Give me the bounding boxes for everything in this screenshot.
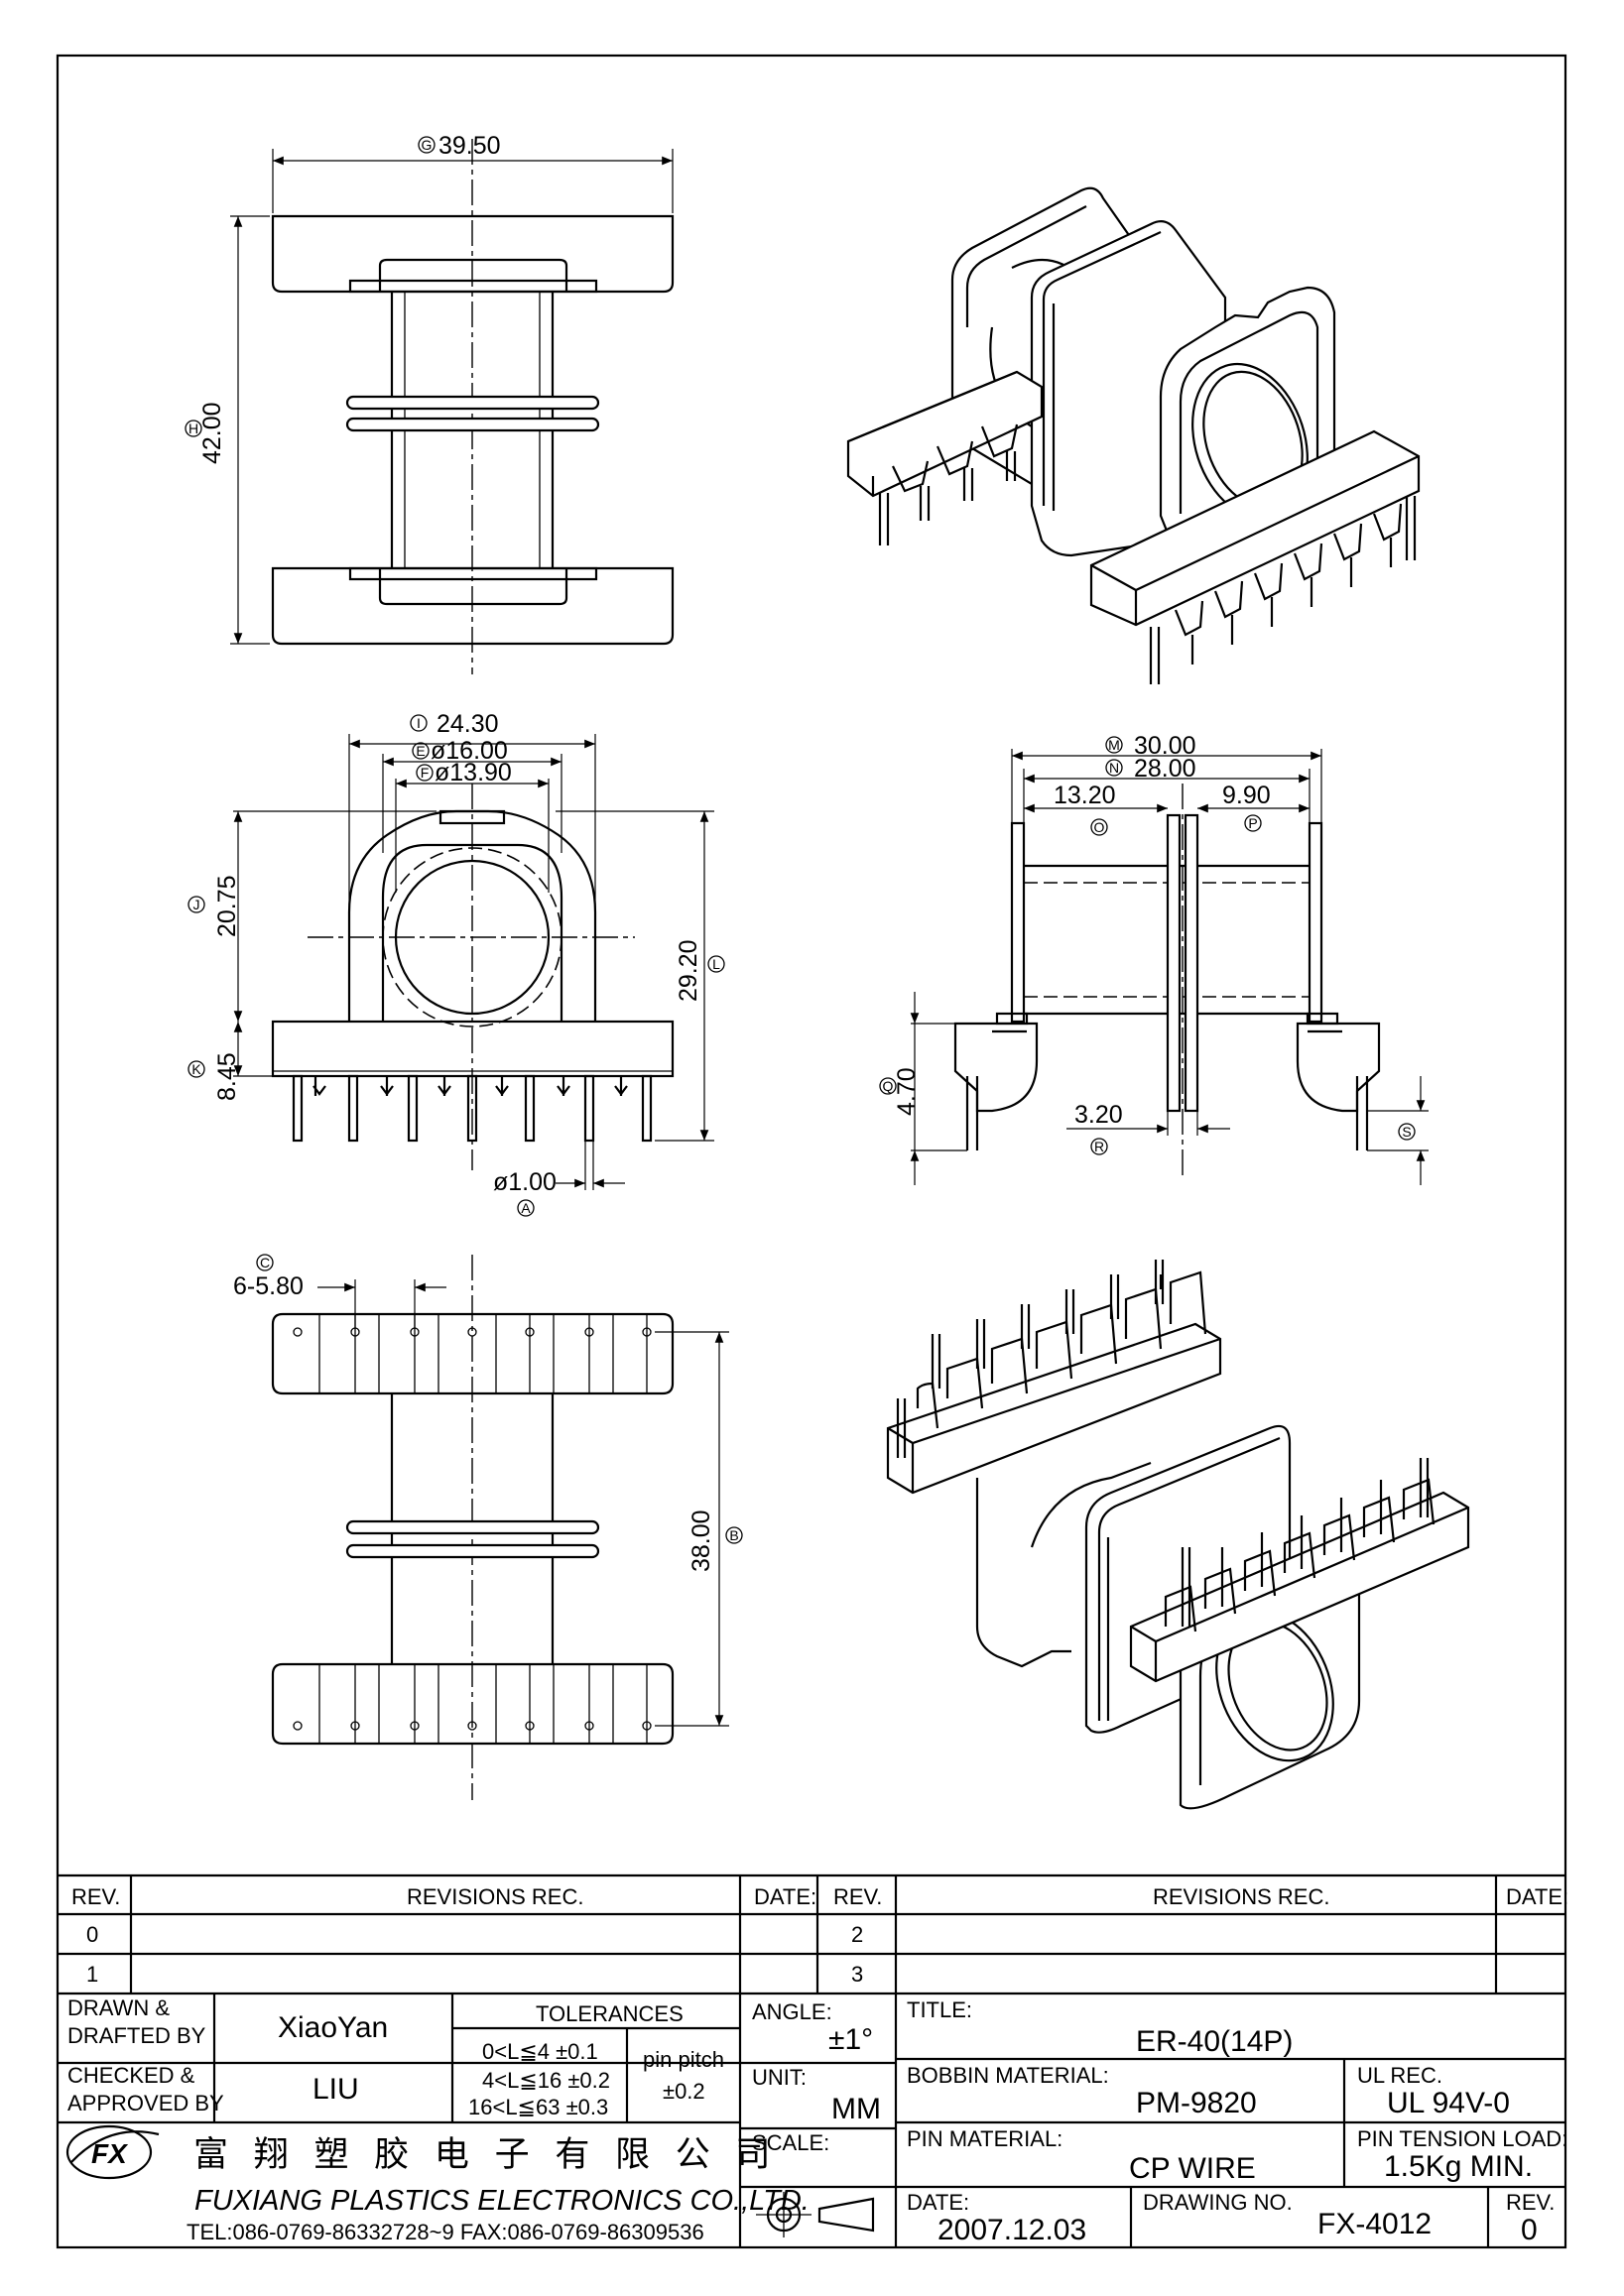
tolerance-row-3: 16<L≦63 ±0.3 <box>468 2095 608 2119</box>
bobbin-material-label: BOBBIN MATERIAL: <box>907 2063 1109 2088</box>
iso-view-bottom <box>886 1260 1470 1810</box>
rev-row-1: 1 <box>86 1962 98 1987</box>
logo-text: FX <box>91 2138 129 2169</box>
revisions-header-right: REVISIONS REC. <box>1153 1884 1329 1909</box>
dim-label-M: M <box>1108 737 1120 753</box>
dim-label-G: G <box>422 137 433 153</box>
tolerance-row-2: 4<L≦16 ±0.2 <box>482 2068 610 2093</box>
dim-H-value: 42.00 <box>198 402 226 464</box>
dim-N-value: 28.00 <box>1134 755 1196 783</box>
front-view: I 24.30 E ø16.00 F ø13.90 20.75 J 8.45 K <box>187 710 725 1217</box>
ul-rec-label: UL REC. <box>1357 2063 1442 2088</box>
checked-label-1: CHECKED & <box>67 2063 195 2088</box>
dim-label-B: B <box>729 1527 738 1543</box>
tolerance-row-1: 0<L≦4 ±0.1 <box>482 2039 598 2064</box>
checked-by: LIU <box>312 2073 359 2106</box>
date-label: DATE: <box>907 2190 969 2215</box>
date-header-right: DATE: <box>1506 1884 1568 1909</box>
dim-label-A: A <box>521 1200 531 1216</box>
iso2-back-pins <box>896 1260 1207 1458</box>
drawing-no-label: DRAWING NO. <box>1143 2190 1293 2215</box>
dim-O-value: 13.20 <box>1054 782 1116 809</box>
pin-pitch-value: ±0.2 <box>663 2079 705 2104</box>
dim-M-value: 30.00 <box>1134 732 1196 760</box>
company-logo: FX <box>65 2124 160 2180</box>
dim-F-value: ø13.90 <box>435 759 512 786</box>
iso-view-top <box>846 186 1421 684</box>
dim-label-H: H <box>188 421 198 436</box>
checked-label-2: APPROVED BY <box>67 2091 224 2115</box>
dim-P-value: 9.90 <box>1222 782 1271 809</box>
front-pins <box>292 1074 653 1143</box>
company-name-en: FUXIANG PLASTICS ELECTRONICS CO.,LTD. <box>194 2185 810 2217</box>
dim-I-value: 24.30 <box>437 710 499 738</box>
dim-B-value: 38.00 <box>687 1510 715 1572</box>
dim-Q-value: 4.70 <box>893 1067 921 1116</box>
rev-row-3: 3 <box>851 1962 863 1987</box>
rev-row-2: 2 <box>851 1922 863 1947</box>
dim-label-K: K <box>191 1061 201 1077</box>
rev-header-right: REV. <box>833 1884 882 1909</box>
side-view: M 30.00 N 28.00 13.20 O 9.90 P 3.20 R <box>879 732 1429 1185</box>
pin-material-label: PIN MATERIAL: <box>907 2126 1062 2151</box>
dim-label-O: O <box>1094 819 1105 835</box>
iso2-front-pins <box>1164 1458 1436 1632</box>
dim-label-J: J <box>193 897 200 912</box>
dim-label-I: I <box>417 715 421 731</box>
bottom-pin-holes <box>293 1327 652 1731</box>
dim-R-value: 3.20 <box>1074 1101 1123 1129</box>
date-header-left: DATE: <box>754 1884 816 1909</box>
angle-label: ANGLE: <box>752 1999 832 2024</box>
title-block: REV. REVISIONS REC. DATE: REV. REVISIONS… <box>58 1873 1568 2247</box>
dim-J-value: 20.75 <box>213 875 241 937</box>
dim-label-E: E <box>416 743 425 759</box>
scale-label: SCALE: <box>752 2130 829 2155</box>
dim-E-value: ø16.00 <box>431 737 508 765</box>
dim-label-C: C <box>260 1255 270 1270</box>
dim-A-value: ø1.00 <box>493 1168 557 1196</box>
revisions-header-left: REVISIONS REC. <box>407 1884 583 1909</box>
dim-G-value: 39.50 <box>438 132 501 160</box>
angle-value: ±1° <box>828 2023 873 2056</box>
rev-row-0: 0 <box>86 1922 98 1947</box>
dim-label-R: R <box>1094 1139 1104 1154</box>
sheet-border <box>56 54 1567 2249</box>
tolerances-header: TOLERANCES <box>536 2001 684 2026</box>
dim-label-L: L <box>712 956 720 972</box>
bottom-view: 6-5.80 C 38.00 B <box>233 1254 743 1800</box>
drawn-label-2: DRAFTED BY <box>67 2023 206 2048</box>
projection-symbol-icon <box>756 2192 875 2237</box>
pin-tension-label: PIN TENSION LOAD: <box>1357 2126 1567 2151</box>
drawing-no-value: FX-4012 <box>1317 2208 1432 2240</box>
company-name-cn: 富 翔 塑 胶 电 子 有 限 公 司 <box>193 2135 779 2174</box>
dim-L-value: 29.20 <box>675 939 702 1002</box>
dim-label-P: P <box>1248 815 1257 831</box>
drawn-label-1: DRAWN & <box>67 1995 170 2020</box>
drawn-by: XiaoYan <box>278 2011 388 2044</box>
top-view: G 39.50 42.00 H <box>185 132 675 674</box>
dim-K-value: 8.45 <box>213 1052 241 1101</box>
dim-label-Q: Q <box>883 1078 894 1094</box>
ul-rec-value: UL 94V-0 <box>1387 2087 1510 2119</box>
unit-label: UNIT: <box>752 2065 807 2090</box>
company-contact: TEL:086-0769-86332728~9 FAX:086-0769-863… <box>187 2220 704 2244</box>
date-value: 2007.12.03 <box>937 2214 1086 2246</box>
dim-C-value: 6-5.80 <box>233 1272 304 1300</box>
rev-label: REV. <box>1506 2190 1555 2215</box>
dim-label-S: S <box>1402 1124 1411 1140</box>
rev-value: 0 <box>1521 2214 1538 2246</box>
dim-label-N: N <box>1109 760 1119 776</box>
rev-header-left: REV. <box>71 1884 120 1909</box>
bobbin-material-value: PM-9820 <box>1136 2087 1257 2119</box>
unit-value: MM <box>831 2093 881 2125</box>
pin-material-value: CP WIRE <box>1129 2152 1256 2185</box>
title-label: TITLE: <box>907 1997 972 2022</box>
dim-label-F: F <box>421 765 430 781</box>
title-value: ER-40(14P) <box>1136 2025 1293 2058</box>
pin-pitch-label: pin pitch <box>643 2047 724 2072</box>
pin-tension-value: 1.5Kg MIN. <box>1384 2150 1533 2183</box>
